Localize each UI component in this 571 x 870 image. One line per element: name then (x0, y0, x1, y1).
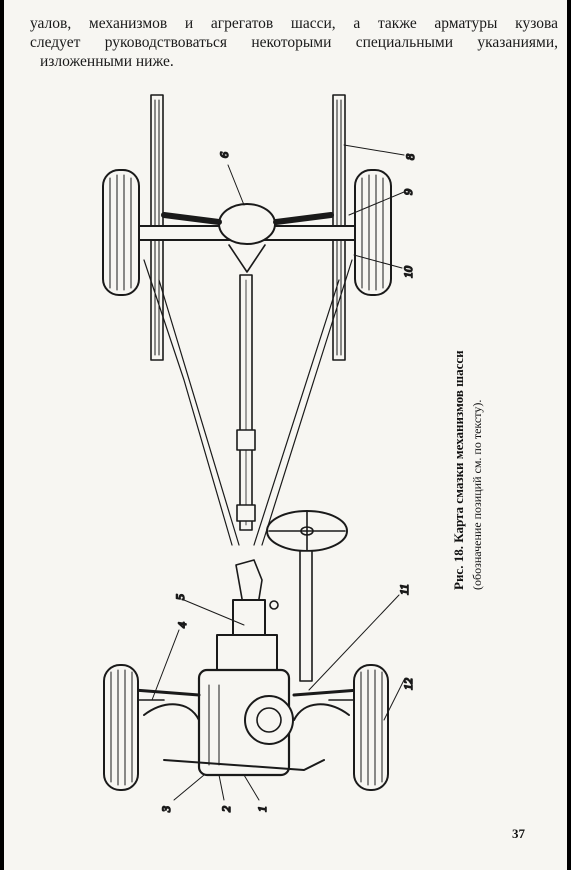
callout-10: 10 (401, 266, 415, 278)
callout-11: 11 (397, 584, 411, 595)
intro-paragraph: уалов, механизмов и агрегатов шасси, а т… (30, 14, 558, 71)
text-line-1: уалов, механизмов и агрегатов шасси, а т… (30, 15, 558, 32)
text-line-3: изложенными ниже. (40, 53, 174, 70)
document-page: уалов, механизмов и агрегатов шасси, а т… (4, 0, 567, 870)
rear-wheel-left (102, 169, 140, 296)
gearbox (216, 559, 279, 676)
callout-8: 8 (403, 154, 417, 160)
figure-caption: Рис. 18. Карта смазки механизмов шасси (… (450, 350, 486, 590)
callout-1: 1 (255, 806, 269, 812)
front-wheel-left (103, 664, 139, 791)
steering-wheel (266, 510, 348, 682)
caption-subtitle: (обозначение позиций см. по тексту). (470, 399, 484, 590)
callout-9: 9 (401, 189, 415, 195)
callout-5: 5 (173, 594, 187, 600)
callout-leaders (151, 144, 405, 801)
callout-4: 4 (175, 622, 189, 628)
engine (197, 668, 294, 777)
chassis-lubrication-diagram: 6 8 9 10 5 4 11 12 3 2 1 (102, 94, 418, 814)
rear-axle (138, 203, 356, 273)
callout-6: 6 (217, 152, 231, 158)
caption-title: Рис. 18. Карта смазки механизмов шасси (451, 350, 466, 590)
front-wheel-right (353, 664, 389, 791)
propeller-shaft (236, 274, 256, 531)
front-axle (118, 688, 375, 771)
text-line-2: следует руководствоваться некоторыми спе… (30, 34, 558, 51)
callout-3: 3 (159, 806, 173, 813)
callout-2: 2 (219, 806, 233, 812)
callout-12: 12 (401, 678, 415, 690)
rear-wheel-right (354, 169, 392, 296)
brake-rods (143, 259, 353, 546)
page-number: 37 (512, 826, 525, 841)
